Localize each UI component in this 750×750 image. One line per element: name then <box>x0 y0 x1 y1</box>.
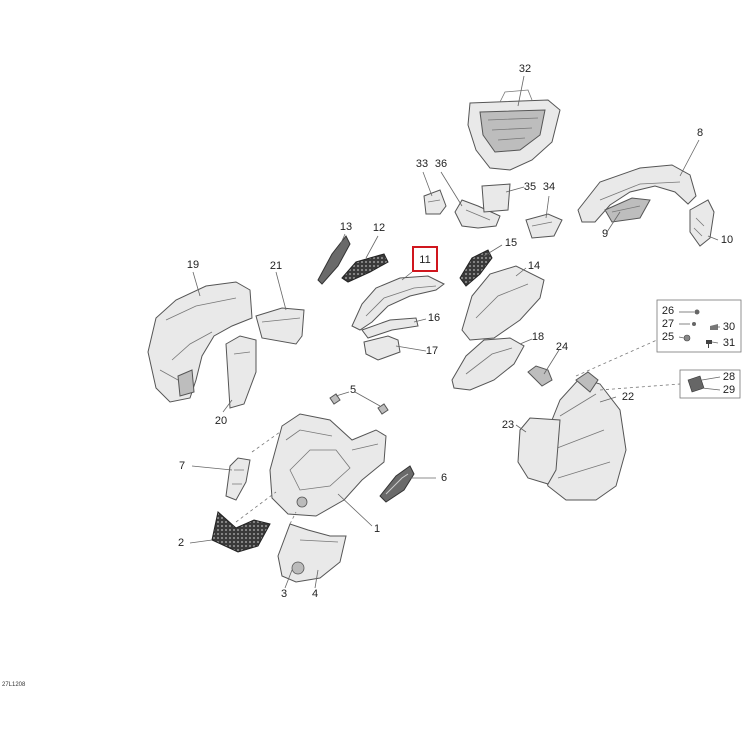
callout-8[interactable]: 8 <box>697 127 703 139</box>
callout-12[interactable]: 12 <box>373 222 385 234</box>
callout-9[interactable]: 9 <box>602 228 608 240</box>
part-9-cowl-bracket[interactable] <box>604 197 651 223</box>
callout-35[interactable]: 35 <box>524 181 536 193</box>
callout-2[interactable]: 2 <box>178 537 184 549</box>
part-2-lower-mesh[interactable] <box>211 511 271 553</box>
dashed-assembly-lines <box>235 339 681 525</box>
highlight-box <box>412 246 438 272</box>
part-3-4-lower-fascia[interactable] <box>277 523 347 583</box>
part-14-side-cover[interactable] <box>461 265 545 341</box>
part-32-headlight-housing[interactable] <box>467 89 561 171</box>
part-16-lower-strip[interactable] <box>361 317 419 339</box>
part-34-bezel[interactable] <box>525 213 563 239</box>
callout-15[interactable]: 15 <box>505 237 517 249</box>
callout-24[interactable]: 24 <box>556 341 568 353</box>
callout-22[interactable]: 22 <box>622 391 634 403</box>
callout-32[interactable]: 32 <box>519 63 531 75</box>
callout-31[interactable]: 31 <box>723 337 735 349</box>
callout-36[interactable]: 36 <box>435 158 447 170</box>
callout-5[interactable]: 5 <box>350 384 356 396</box>
part-23-side-insert[interactable] <box>517 417 561 485</box>
callout-16[interactable]: 16 <box>428 312 440 324</box>
part-21-side-deflector[interactable] <box>255 307 305 345</box>
part-33-bezel[interactable] <box>423 189 447 215</box>
callout-labels: 1 2 3 4 5 6 7 8 9 10 11 12 13 14 15 16 1… <box>178 63 735 600</box>
callout-23[interactable]: 23 <box>502 419 514 431</box>
part-6-trim[interactable] <box>379 465 415 503</box>
callout-19[interactable]: 19 <box>187 259 199 271</box>
part-36-duct[interactable] <box>454 199 501 229</box>
part-24-clip[interactable] <box>527 365 553 387</box>
callout-13[interactable]: 13 <box>340 221 352 233</box>
callout-29[interactable]: 29 <box>723 384 735 396</box>
callout-30[interactable]: 30 <box>723 321 735 333</box>
part-19-side-panel[interactable] <box>147 281 253 403</box>
part-17-lower-strip[interactable] <box>363 335 401 361</box>
callout-4[interactable]: 4 <box>312 588 318 600</box>
callout-25[interactable]: 25 <box>662 331 674 343</box>
callout-1[interactable]: 1 <box>374 523 380 535</box>
part-7-bracket[interactable] <box>225 457 251 501</box>
callout-34[interactable]: 34 <box>543 181 555 193</box>
callout-27[interactable]: 27 <box>662 318 674 330</box>
part-10-side-trim[interactable] <box>689 199 715 247</box>
part-8-upper-cowl[interactable] <box>577 164 697 223</box>
callout-11[interactable]: 11 <box>419 254 430 266</box>
callout-3[interactable]: 3 <box>281 588 287 600</box>
leader-lines <box>189 75 721 589</box>
reference-code: 27L1208 <box>2 682 26 688</box>
callout-21[interactable]: 21 <box>270 260 282 272</box>
part-35-vent[interactable] <box>481 183 511 213</box>
callout-28[interactable]: 28 <box>723 371 735 383</box>
callout-14[interactable]: 14 <box>528 260 540 272</box>
callout-33[interactable]: 33 <box>416 158 428 170</box>
callout-10[interactable]: 10 <box>721 234 733 246</box>
part-18-lower-panel[interactable] <box>451 337 525 391</box>
callout-26[interactable]: 26 <box>662 305 674 317</box>
part-5-clips[interactable] <box>329 393 389 415</box>
callout-7[interactable]: 7 <box>179 460 185 472</box>
part-11-side-panel[interactable] <box>351 275 445 331</box>
callout-18[interactable]: 18 <box>532 331 544 343</box>
part-1-front-nose[interactable] <box>269 413 387 517</box>
callout-6[interactable]: 6 <box>441 472 447 484</box>
part-12-mesh-insert[interactable] <box>341 253 389 283</box>
hardware-box-25-31[interactable] <box>656 299 742 353</box>
callout-20[interactable]: 20 <box>215 415 227 427</box>
part-20-side-deflector[interactable] <box>225 335 257 409</box>
part-15-mesh-grille[interactable] <box>459 249 493 287</box>
callout-17[interactable]: 17 <box>426 345 438 357</box>
part-13-trim-strip[interactable] <box>317 235 351 285</box>
